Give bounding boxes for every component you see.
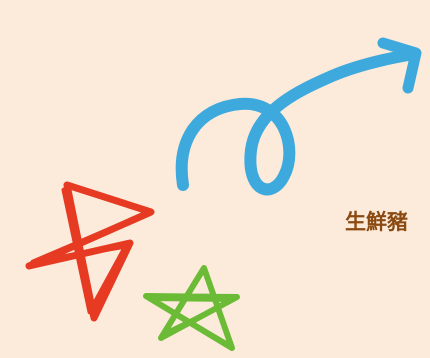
- green-star-icon: [143, 265, 240, 351]
- curly-arrow-icon: [175, 37, 422, 196]
- caption-text: 生鮮豬: [345, 210, 408, 234]
- red-star-icon: [25, 181, 155, 322]
